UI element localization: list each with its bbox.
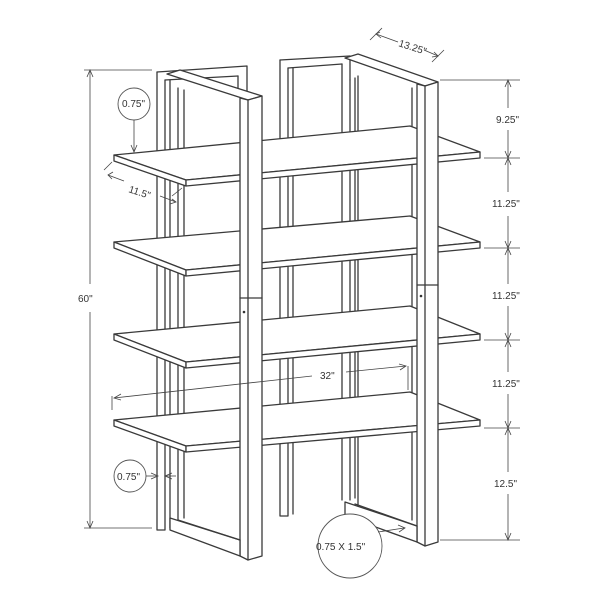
- frame-thickness-callout: [113, 459, 176, 493]
- shelf-thickness-label: 0.75": [122, 99, 145, 110]
- right-vertical-dimensions: [440, 78, 520, 542]
- left-front-frame: [166, 69, 263, 561]
- tube-size-callout: [317, 513, 406, 579]
- height-label: 60": [78, 294, 93, 305]
- tube-size-label: 0.75 X 1.5": [316, 542, 366, 553]
- shelf-depth-label: 11.5": [127, 184, 152, 201]
- gap-3-label: 11.25": [492, 291, 520, 302]
- frame-thickness-label: 0.75": [117, 472, 140, 483]
- height-dimension: [84, 68, 152, 530]
- gap-4-label: 11.25": [492, 379, 520, 390]
- shelf-depth-dimension: [103, 161, 183, 205]
- right-back-frame: [279, 55, 356, 517]
- depth-dimension: [369, 27, 445, 63]
- left-back-frame: [156, 65, 248, 531]
- top-gap-label: 9.25": [496, 115, 519, 126]
- right-front-frame: [344, 53, 439, 547]
- depth-label: 13.25": [397, 38, 428, 57]
- gap-2-label: 11.25": [492, 199, 520, 210]
- shelf-thickness-callout: [117, 87, 151, 154]
- width-label: 32": [320, 371, 335, 382]
- bottom-gap-label: 12.5": [494, 479, 517, 490]
- width-dimension: [111, 363, 409, 410]
